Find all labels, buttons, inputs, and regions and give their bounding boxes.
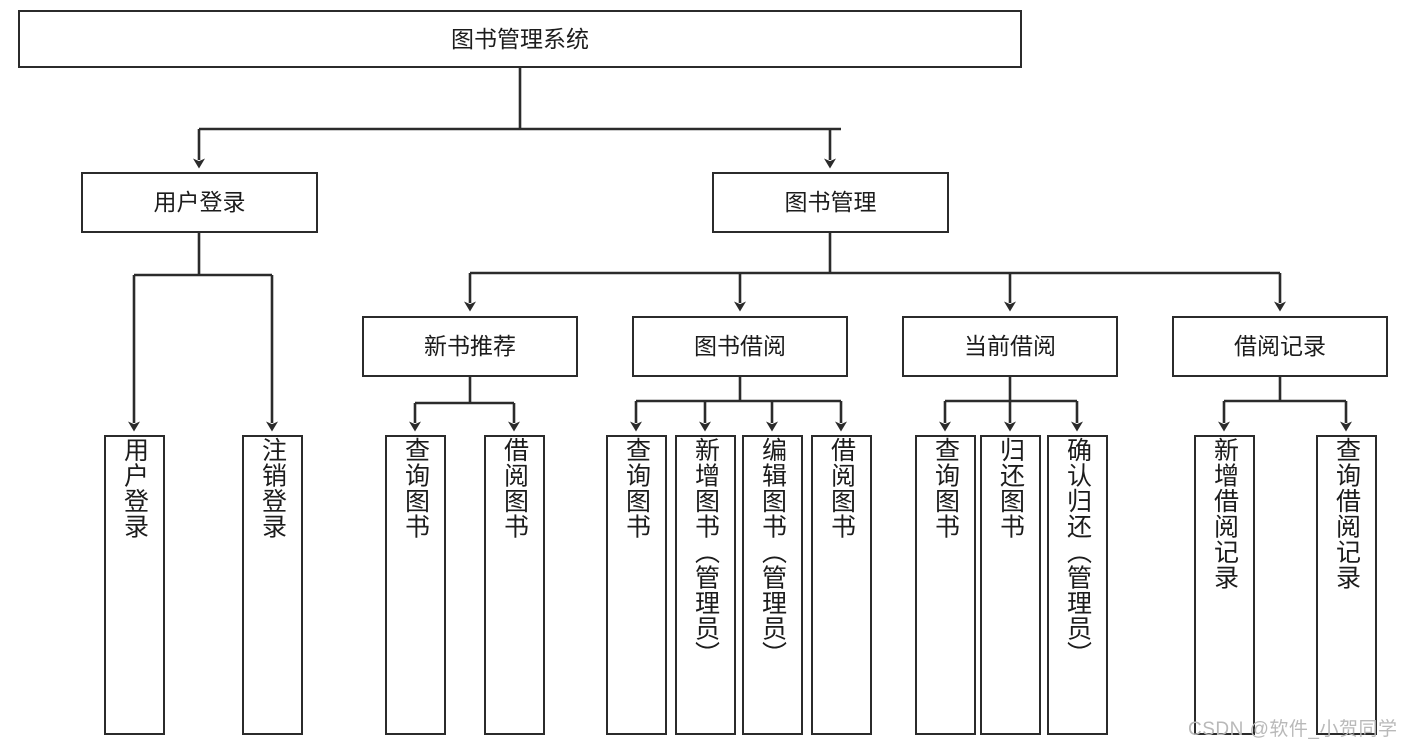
- node-label: 当前借阅: [964, 333, 1056, 359]
- node-label: 查询图书: [931, 437, 960, 539]
- leaf-current-return-book[interactable]: 归还图书: [980, 435, 1041, 735]
- node-current-borrow[interactable]: 当前借阅: [902, 316, 1118, 377]
- node-label: 归还图书: [996, 437, 1025, 539]
- node-label: 查询图书: [622, 437, 651, 539]
- node-label: 图书管理系统: [451, 25, 589, 52]
- leaf-user-login-login[interactable]: 用户登录: [104, 435, 165, 735]
- node-label: 图书管理: [784, 189, 877, 215]
- node-label: 注销登录: [258, 437, 287, 539]
- node-label: 用户登录: [120, 437, 149, 539]
- node-book-management[interactable]: 图书管理: [712, 172, 949, 233]
- node-root-system[interactable]: 图书管理系统: [18, 10, 1022, 68]
- node-label: 编辑图书（管理员）: [758, 437, 787, 667]
- node-user-login[interactable]: 用户登录: [81, 172, 318, 233]
- leaf-recommend-query-book[interactable]: 查询图书: [385, 435, 446, 735]
- leaf-record-query-record[interactable]: 查询借阅记录: [1316, 435, 1377, 735]
- leaf-recommend-borrow-book[interactable]: 借阅图书: [484, 435, 545, 735]
- csdn-watermark: CSDN @软件_小贺同学: [1188, 719, 1398, 740]
- node-label: 确认归还（管理员）: [1063, 437, 1092, 667]
- leaf-borrow-query-book[interactable]: 查询图书: [606, 435, 667, 735]
- leaf-record-add-record[interactable]: 新增借阅记录: [1194, 435, 1255, 735]
- node-label: 查询借阅记录: [1332, 437, 1361, 590]
- leaf-user-login-logout[interactable]: 注销登录: [242, 435, 303, 735]
- leaf-current-query-book[interactable]: 查询图书: [915, 435, 976, 735]
- node-label: 用户登录: [153, 189, 246, 215]
- node-label: 新书推荐: [424, 333, 516, 359]
- node-label: 借阅记录: [1234, 333, 1326, 359]
- node-label: 图书借阅: [694, 333, 786, 359]
- node-borrow-record[interactable]: 借阅记录: [1172, 316, 1388, 377]
- node-label: 借阅图书: [500, 437, 529, 539]
- leaf-borrow-borrow-book[interactable]: 借阅图书: [811, 435, 872, 735]
- leaf-borrow-edit-book-admin[interactable]: 编辑图书（管理员）: [742, 435, 803, 735]
- leaf-borrow-add-book-admin[interactable]: 新增图书（管理员）: [675, 435, 736, 735]
- node-label: 新增借阅记录: [1210, 437, 1239, 590]
- node-new-book-recommend[interactable]: 新书推荐: [362, 316, 578, 377]
- leaf-current-confirm-return-admin[interactable]: 确认归还（管理员）: [1047, 435, 1108, 735]
- node-label: 查询图书: [401, 437, 430, 539]
- node-book-borrow[interactable]: 图书借阅: [632, 316, 848, 377]
- node-label: 新增图书（管理员）: [691, 437, 720, 667]
- node-label: 借阅图书: [827, 437, 856, 539]
